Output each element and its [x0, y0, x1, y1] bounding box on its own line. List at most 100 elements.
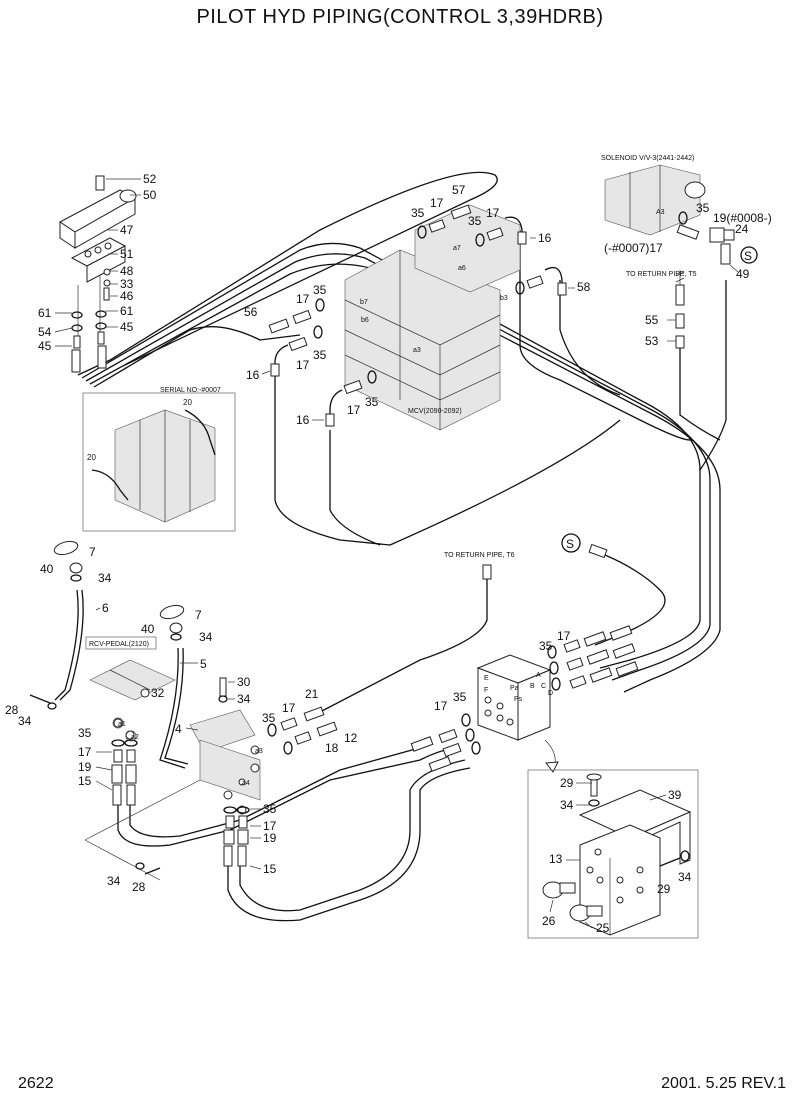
hose-line — [599, 619, 701, 669]
hose-line — [274, 370, 621, 546]
callout: 52 — [143, 172, 157, 186]
hose-line — [679, 345, 721, 441]
port-label: b7 — [360, 299, 368, 306]
callout: 35 — [78, 726, 92, 740]
callout: 19 — [78, 760, 92, 774]
callout: 17 — [430, 196, 444, 210]
callout: 17 — [282, 701, 296, 715]
callout: 50 — [143, 188, 157, 202]
hose-line — [227, 767, 471, 922]
callout: 33 — [120, 277, 134, 291]
callout: 12 — [344, 731, 358, 745]
hose-line — [77, 171, 498, 376]
hose-line — [319, 575, 488, 713]
pedal-fittings — [111, 706, 338, 867]
callout: 15 — [263, 862, 277, 876]
callout: 20 — [87, 453, 96, 462]
port-label: a6 — [458, 265, 466, 272]
callout: 61 — [38, 306, 52, 320]
callout: 53 — [645, 334, 659, 348]
callout: 45 — [38, 339, 52, 353]
port-label: F — [484, 687, 488, 694]
callout: 34 — [678, 870, 692, 884]
callout: 45 — [120, 320, 134, 334]
callout: 13 — [549, 852, 563, 866]
port-label: b3 — [500, 295, 508, 302]
ref-19: 19(#0008-) — [713, 211, 772, 225]
callout: 32 — [151, 686, 165, 700]
hose-line — [81, 242, 701, 620]
callout: 16 — [246, 368, 260, 382]
callout: 5 — [200, 657, 207, 671]
callout: 6 — [102, 601, 109, 615]
solenoid-valve — [604, 164, 758, 349]
callout: 55 — [645, 313, 659, 327]
callout: 29 — [657, 882, 671, 896]
callout: 35 — [365, 395, 379, 409]
callout: 17 — [296, 292, 310, 306]
callout: 17 — [434, 699, 448, 713]
callout: 34 — [237, 692, 251, 706]
callout: 25 — [596, 921, 610, 935]
callouts: 52 50 47 51 48 33 46 61 61 54 45 45 57 3… — [5, 172, 750, 935]
callout: 30 — [237, 675, 251, 689]
callout: 34 — [199, 630, 213, 644]
s-marker-icon — [740, 246, 758, 264]
port-label: Ps — [514, 696, 523, 703]
callout: 34 — [98, 571, 112, 585]
port-label: a4 — [242, 780, 250, 787]
pilot-block — [410, 533, 639, 773]
hose-line — [85, 253, 711, 625]
callout: 34 — [107, 874, 121, 888]
callout: 40 — [141, 622, 155, 636]
callout: 19 — [263, 831, 277, 845]
leader-lines — [54, 178, 739, 929]
callout: 17 — [557, 629, 571, 643]
hose-line — [117, 747, 456, 847]
hose-line — [129, 744, 431, 838]
callout: 26 — [542, 914, 556, 928]
callout: 18 — [325, 741, 339, 755]
shuttle-valve-assembly — [59, 175, 137, 373]
s-marker-icon — [561, 533, 581, 553]
hose-line — [93, 326, 301, 388]
hose-line — [329, 430, 381, 546]
hose-group-lower — [117, 554, 721, 922]
page-title: PILOT HYD PIPING(CONTROL 3,39HDRB) — [196, 6, 604, 28]
callout: 35 — [453, 690, 467, 704]
hose-line — [559, 280, 621, 396]
callout: 35 — [411, 206, 425, 220]
port-label: a7 — [453, 245, 461, 252]
callout: 34 — [18, 714, 32, 728]
callout: 21 — [305, 687, 319, 701]
caption-return-t5: TO RETURN PIPE, T5 — [626, 271, 697, 278]
callout: 7 — [195, 608, 202, 622]
callout: 35 — [262, 711, 276, 725]
s-marker-label: S — [566, 537, 574, 551]
hose-line — [594, 554, 666, 646]
callout: 46 — [120, 289, 134, 303]
callout: 15 — [78, 774, 92, 788]
hose-line — [519, 230, 691, 441]
callout: 56 — [244, 305, 258, 319]
rcv-pedal-assembly — [29, 540, 261, 881]
port-label: a2 — [131, 734, 139, 741]
port-label: E — [484, 675, 489, 682]
hose-line — [611, 624, 711, 681]
caption-return-t6: TO RETURN PIPE, T6 — [444, 552, 515, 559]
port-label: A3 — [656, 209, 665, 216]
port-label: b6 — [361, 317, 369, 324]
callout: 28 — [5, 703, 19, 717]
callout: 51 — [120, 247, 134, 261]
callout: 35 — [468, 214, 482, 228]
s-marker-label: S — [744, 249, 752, 263]
callout: 17 — [78, 745, 92, 759]
port-label: a3 — [255, 748, 263, 755]
callout: 17 — [347, 403, 361, 417]
hose-line — [239, 759, 466, 912]
callout: 35 — [313, 348, 327, 362]
callout: 17 — [486, 206, 500, 220]
callout: 35 — [313, 283, 327, 297]
port-label: B — [530, 683, 535, 690]
